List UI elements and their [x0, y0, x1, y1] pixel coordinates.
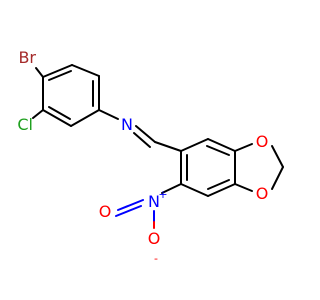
bond — [48, 106, 71, 120]
bond — [71, 64, 100, 77]
bond — [271, 166, 284, 190]
bond — [48, 70, 72, 81]
nitro-oxygen-single-label: O — [148, 229, 161, 248]
bond — [206, 145, 230, 156]
dioxole-oxygen-bottom-label: O — [256, 184, 269, 203]
bond — [207, 183, 236, 197]
bond — [115, 205, 142, 217]
molecule-structure: Br Cl N N + O O - O O — [17, 48, 284, 265]
bond — [35, 67, 44, 78]
bond — [234, 183, 253, 192]
bond — [32, 109, 44, 119]
bond — [234, 143, 253, 152]
bond-lines — [32, 64, 284, 197]
bond — [98, 109, 119, 120]
bond — [135, 125, 156, 143]
bond — [207, 138, 236, 152]
imine-nitrogen-label: N — [121, 115, 133, 134]
bond — [70, 109, 100, 127]
bond — [154, 141, 182, 152]
bond — [117, 199, 144, 211]
nitro-bonds — [115, 199, 155, 229]
bond — [271, 145, 284, 168]
bond — [42, 64, 73, 78]
bond — [161, 183, 182, 194]
bond — [42, 109, 72, 127]
bromine-label: Br — [18, 48, 36, 67]
bond — [180, 183, 209, 197]
chlorine-label: Cl — [17, 115, 33, 134]
nitro-oxygen-double-label: O — [99, 202, 112, 221]
nitro-nitrogen-label: N — [148, 192, 160, 211]
bond — [180, 138, 209, 152]
nitro-oxygen-charge: - — [154, 252, 158, 265]
dioxole-oxygen-top-label: O — [256, 132, 269, 151]
bond — [133, 132, 151, 148]
nitro-nitrogen-charge: + — [158, 188, 167, 201]
bond — [207, 179, 230, 190]
